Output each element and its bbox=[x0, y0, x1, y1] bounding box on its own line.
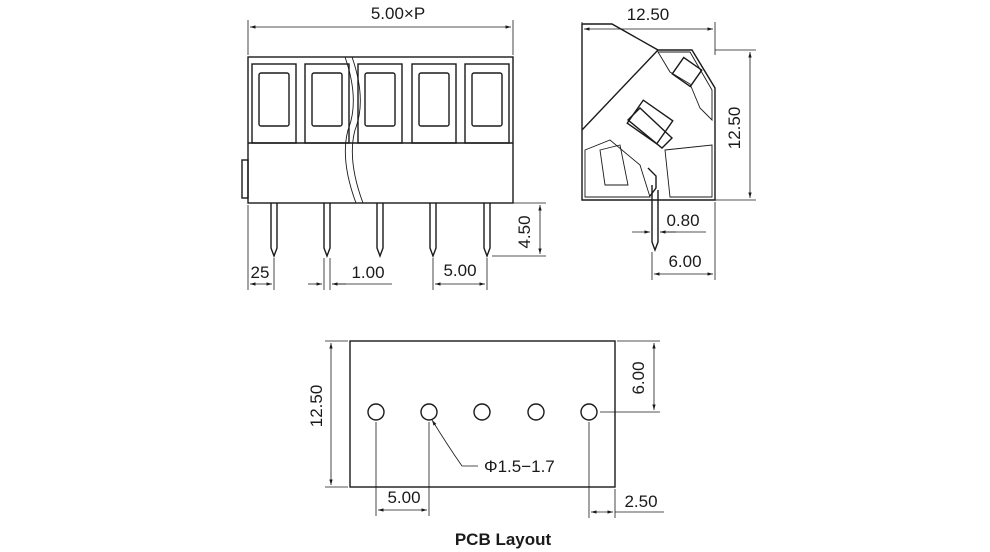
pin-offset-label: 6.00 bbox=[668, 252, 701, 271]
side-housing bbox=[581, 23, 716, 201]
side-pin bbox=[651, 185, 659, 252]
pcb-hole-offset-dimension: 6.00 bbox=[600, 340, 660, 413]
bottom-dimensions: 25 1.00 5.00 bbox=[247, 205, 488, 290]
terminal-windows bbox=[251, 63, 510, 144]
pcb-height-dimension: 12.50 bbox=[307, 340, 348, 488]
overall-width-label: 5.00×P bbox=[371, 4, 425, 23]
pcb-pitch-label: 5.00 bbox=[387, 488, 420, 507]
side-width-label: 12.50 bbox=[627, 5, 670, 24]
pcb-hole bbox=[367, 403, 385, 421]
pin-height-dimension: 4.50 bbox=[492, 202, 546, 257]
pitch-label: 5.00 bbox=[443, 261, 476, 280]
pcb-hole-diameter-label: Φ1.5−1.7 bbox=[484, 457, 555, 476]
side-height-label: 12.50 bbox=[725, 107, 744, 150]
pcb-hole bbox=[420, 403, 438, 421]
pin-width-label: 1.00 bbox=[351, 263, 384, 282]
pin-offset-dimension: 6.00 bbox=[651, 202, 716, 280]
side-view: 12.50 12.50 bbox=[581, 5, 756, 280]
pin-height-label: 4.50 bbox=[515, 215, 534, 248]
side-width-dimension: 12.50 bbox=[581, 5, 716, 55]
pcb-holes bbox=[367, 403, 598, 421]
pcb-layout: 12.50 6.00 Φ1.5−1.7 5.00 2.50 bbox=[307, 340, 664, 549]
pcb-edge-offset-label: 2.50 bbox=[624, 492, 657, 511]
overall-width-dimension: 5.00×P bbox=[247, 4, 514, 55]
pcb-hole bbox=[580, 403, 598, 421]
pcb-layout-title: PCB Layout bbox=[455, 530, 552, 549]
pcb-hole bbox=[527, 403, 545, 421]
pcb-pitch-dimension: 5.00 bbox=[375, 422, 430, 516]
pin-thickness-label: 0.80 bbox=[666, 211, 699, 230]
pcb-outline bbox=[349, 340, 616, 488]
edge-offset-label: 25 bbox=[251, 263, 270, 282]
pcb-edge-offset-dimension: 2.50 bbox=[588, 422, 664, 518]
front-view: 5.00×P bbox=[241, 4, 546, 290]
pcb-height-label: 12.50 bbox=[307, 385, 326, 428]
pin-thickness-dimension: 0.80 bbox=[632, 211, 706, 234]
pcb-hole-offset-label: 6.00 bbox=[629, 361, 648, 394]
terminal-pins bbox=[270, 203, 491, 258]
side-height-dimension: 12.50 bbox=[715, 49, 756, 201]
pcb-hole-diameter-callout: Φ1.5−1.7 bbox=[431, 419, 555, 476]
pcb-hole bbox=[473, 403, 491, 421]
